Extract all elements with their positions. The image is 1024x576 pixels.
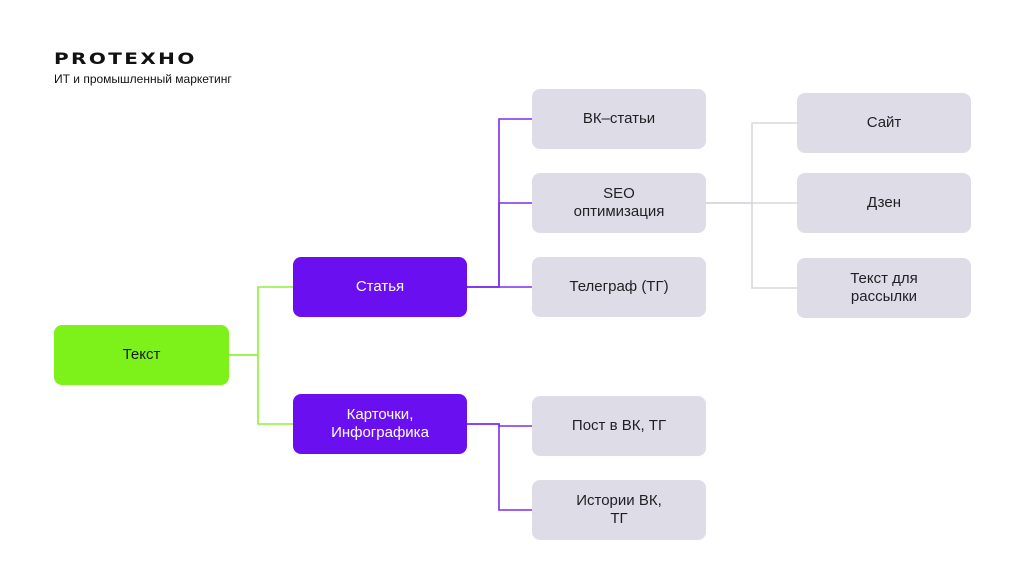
node-stories: Истории ВК,ТГ	[532, 480, 706, 540]
node-label: Карточки,Инфографика	[331, 406, 429, 441]
node-post: Пост в ВК, ТГ	[532, 396, 706, 456]
brand-logo: PROTEXHO	[54, 48, 197, 69]
node-label: Текст	[122, 346, 161, 363]
node-article: Статья	[293, 257, 467, 317]
node-label: Пост в ВК, ТГ	[571, 417, 667, 434]
node-vk: ВК–статьи	[532, 89, 706, 149]
node-cards: Карточки,Инфографика	[293, 394, 467, 454]
node-site: Сайт	[797, 93, 971, 153]
node-label: Дзен	[867, 194, 901, 211]
edge-seo-site	[706, 122, 797, 204]
node-label: Телеграф (ТГ)	[569, 278, 669, 295]
edge-seo-mail	[706, 202, 797, 289]
brand-tagline: ИТ и промышленный маркетинг	[54, 72, 232, 86]
node-label: ВК–статьи	[582, 110, 656, 127]
node-label: Истории ВК,ТГ	[576, 492, 662, 527]
edge-root-cards	[229, 354, 293, 425]
node-dzen: Дзен	[797, 173, 971, 233]
edge-article-seo	[467, 202, 532, 288]
edge-root-article	[229, 286, 293, 356]
node-label: Статья	[355, 278, 405, 295]
node-root: Текст	[54, 325, 229, 385]
node-label: Сайт	[866, 114, 902, 131]
node-telegraph: Телеграф (ТГ)	[532, 257, 706, 317]
edge-cards-stories	[467, 423, 532, 511]
